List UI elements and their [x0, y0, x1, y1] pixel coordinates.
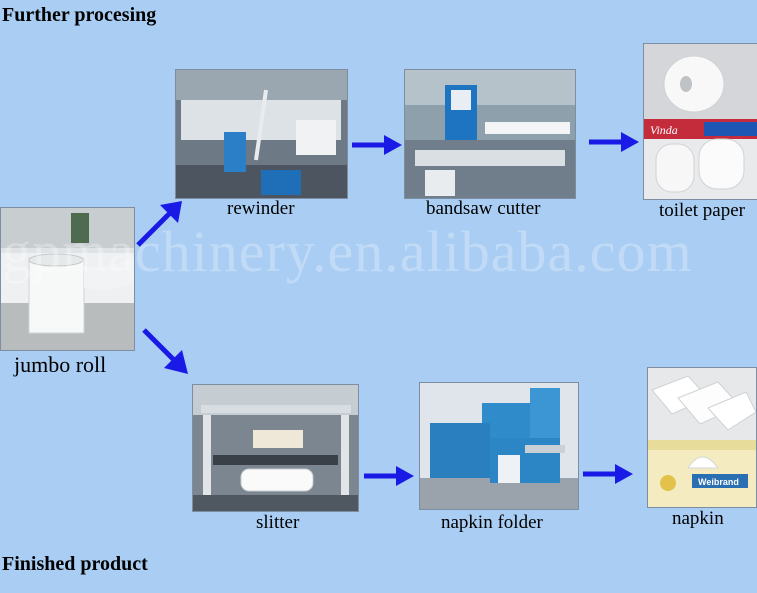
bandsaw-cutter-label: bandsaw cutter — [426, 198, 541, 219]
toilet-paper-photo: Vinda — [643, 43, 757, 200]
napkin-label: napkin — [672, 508, 724, 529]
finished-product-heading: Finished product — [2, 553, 148, 575]
jumbo-roll-label: jumbo roll — [14, 352, 107, 377]
arrow-jumbo-to-slitter — [142, 328, 188, 374]
jumbo-roll-photo — [0, 207, 135, 351]
arrow-bandsaw-to-toilet-paper — [589, 132, 639, 152]
arrow-jumbo-to-rewinder — [136, 201, 182, 247]
further-processing-heading: Further procesing — [2, 4, 157, 26]
watermark-text: gpmachinery.en.alibaba.com — [2, 219, 693, 284]
slitter-label: slitter — [256, 512, 300, 533]
napkin-folder-photo — [419, 382, 579, 510]
arrow-rewinder-to-bandsaw — [352, 135, 402, 155]
napkin-photo: Weibrand — [647, 367, 757, 508]
toilet-paper-label: toilet paper — [659, 200, 745, 221]
arrow-slitter-to-napkin-folder — [364, 466, 414, 486]
bandsaw-cutter-photo — [404, 69, 576, 199]
rewinder-label: rewinder — [227, 198, 295, 219]
napkin-folder-label: napkin folder — [441, 512, 543, 533]
rewinder-photo — [175, 69, 348, 199]
slitter-photo — [192, 384, 359, 512]
arrow-napkin-folder-to-napkin — [583, 464, 633, 484]
vinda-brand-text: Vinda — [650, 123, 678, 137]
weibrand-brand-text: Weibrand — [698, 477, 739, 487]
